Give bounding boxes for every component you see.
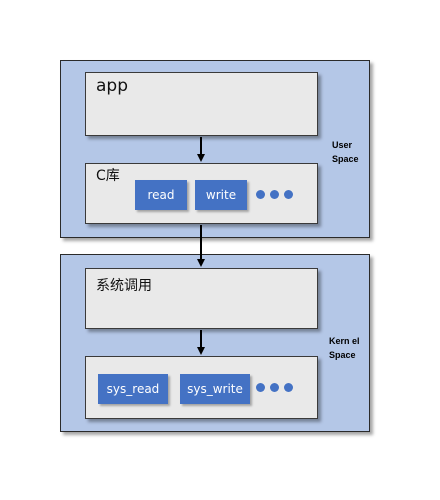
sys-write-function-block: sys_write xyxy=(180,374,250,404)
app-box: app xyxy=(85,72,318,136)
clib-more-dots-icon xyxy=(256,190,293,199)
kernel-space-label-line2: Space xyxy=(329,350,356,360)
syscall-box: 系统调用 xyxy=(85,268,318,329)
user-space-label-line1: User xyxy=(332,140,353,150)
kernel-space-label: Kern el Space xyxy=(329,334,360,362)
user-space-label-line2: Space xyxy=(332,154,359,164)
write-function-block: write xyxy=(195,180,247,210)
app-box-title: app xyxy=(96,76,128,96)
user-space-label: User Space xyxy=(332,138,359,166)
sys-read-function-block: sys_read xyxy=(98,374,168,404)
clib-box-title: C库 xyxy=(96,168,120,184)
kernel-space-label-line1: Kern el xyxy=(329,336,360,346)
read-function-block: read xyxy=(135,180,187,210)
syscall-box-title: 系统调用 xyxy=(96,278,152,294)
kernel-more-dots-icon xyxy=(256,383,293,392)
